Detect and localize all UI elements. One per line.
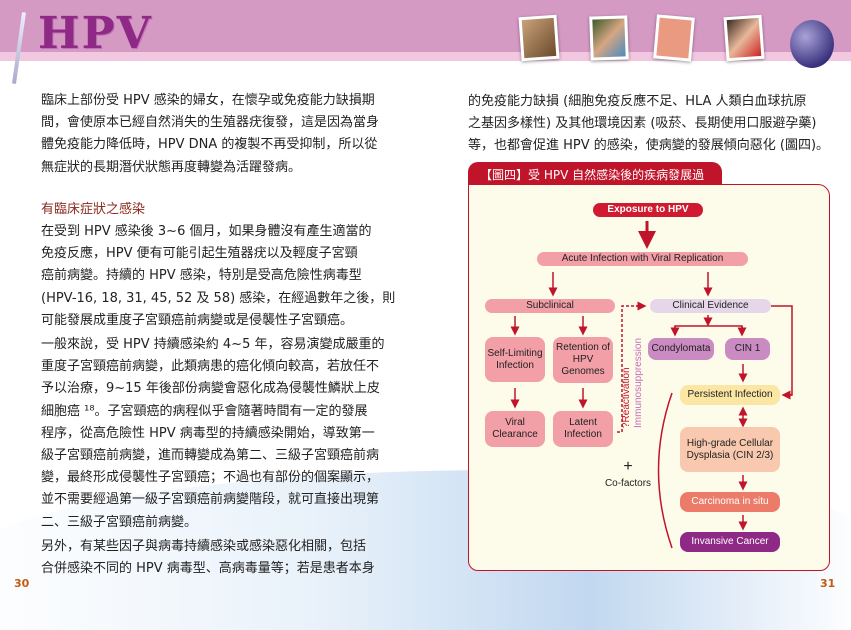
text-line: 的免疫能力缺損 (細胞免疫反應不足、HLA 人類白血球抗原 — [468, 94, 807, 109]
text-line: 無症狀的長期潛伏狀態再度轉變為活躍發病。 — [41, 159, 302, 175]
paragraph-1: 臨床上部份受 HPV 感染的婦女，在懷孕或免疫能力缺損期 間，會使原本已經自然消… — [41, 90, 386, 179]
text-line: 細胞癌 ¹⁸。子宮頸癌的病程似乎會隨著時間有一定的發展 — [41, 403, 368, 419]
node-carcinoma-in-situ: Carcinoma in situ — [680, 492, 780, 512]
node-latent-infection: Latent Infection — [553, 411, 613, 447]
flowchart-arrows — [510, 221, 793, 549]
node-persistent-infection: Persistent Infection — [680, 385, 780, 405]
header-band — [0, 0, 851, 52]
hpv-logo: HPV — [38, 8, 153, 59]
node-invasive-cancer: Invansive Cancer — [680, 532, 780, 552]
page-number-right: 31 — [820, 577, 836, 590]
text-line: 程序，從高危險性 HPV 病毒型的持續感染開始，導致第一 — [41, 425, 375, 441]
text-line: 予以治療，9~15 年後部份病變會惡化成為侵襲性鱗狀上皮 — [41, 381, 380, 397]
text-line: (HPV-16, 18, 31, 45, 52 及 58) 感染，在經過數年之後… — [41, 290, 396, 306]
text-line: 另外，有某些因子與病毒持續感染或感染惡化相關，包括 — [41, 538, 367, 554]
right-column: 的免疫能力缺損 (細胞免疫反應不足、HLA 人類白血球抗原 之基因多樣性) 及其… — [468, 91, 830, 158]
text-line: 重度子宮頸癌前病變，此類病患的癌化傾向較高，若放任不 — [41, 359, 380, 375]
text-line: 免疫反應，HPV 便有可能引起生殖器疣以及輕度子宮頸 — [41, 246, 358, 262]
text-line: 變，最終形成侵襲性子宮頸癌；不過也有部份的個案顯示， — [41, 470, 380, 486]
label-cofactors: Co-factors — [604, 478, 652, 489]
node-acute-infection: Acute Infection with Viral Replication — [537, 252, 748, 266]
virus-ball-icon — [790, 20, 834, 68]
text-line: 臨床上部份受 HPV 感染的婦女，在懷孕或免疫能力缺損期 — [41, 93, 375, 108]
node-viral-clearance: Viral Clearance — [485, 411, 545, 447]
node-subclinical: Subclinical — [485, 299, 615, 313]
text-line: 並不需要經過第一級子宮頸癌前病變階段，就可直接出現第 — [41, 492, 380, 508]
text-line: 等，也都會促進 HPV 的感染，使病變的發展傾向惡化 (圖四)。 — [468, 138, 830, 154]
text-line: 合併感染不同的 HPV 病毒型、高病毒量等；若是患者本身 — [41, 561, 375, 577]
label-reactivation: ?Reactivation — [621, 367, 632, 428]
plus-sign: + — [623, 458, 633, 475]
text-line: 之基因多樣性) 及其他環境因素 (吸菸、長期使用口服避孕藥) — [468, 116, 817, 132]
header-stripe — [0, 52, 851, 61]
page-number-left: 30 — [14, 577, 30, 590]
node-self-limiting: Self-Limiting Infection — [485, 337, 545, 382]
text-line: 間，會使原本已經自然消失的生殖器疣復發，這是因為當身 — [41, 115, 380, 131]
node-retention: Retention of HPV Genomes — [553, 337, 613, 383]
node-cin1: CIN 1 — [725, 338, 770, 360]
node-clinical-evidence: Clinical Evidence — [650, 299, 771, 313]
text-line: 體免疫能力降低時，HPV DNA 的複製不再受抑制，所以從 — [41, 137, 378, 153]
text-line: 癌前病變。持續的 HPV 感染，特別是受高危險性病毒型 — [41, 268, 362, 284]
text-line: 一般來說，受 HPV 持續感染約 4~5 年，容易演變成嚴重的 — [41, 337, 385, 353]
section-heading: 有臨床症狀之感染 — [41, 201, 146, 217]
paragraph-2: 在受到 HPV 感染後 3~6 個月，如果身體沒有產生適當的 免疫反應，HPV … — [41, 221, 396, 332]
text-line: 可能發展成重度子宮頸癌前病變或是侵襲性子宮頸癌。 — [41, 312, 354, 328]
text-line: 級子宮頸癌前病變，進而轉變成為第二、三級子宮頸癌前病 — [41, 448, 380, 464]
text-line: 二、三級子宮頸癌前病變。 — [41, 514, 198, 530]
node-high-grade-dysplasia: High-grade Cellular Dysplasia (CIN 2/3) — [680, 427, 780, 472]
node-exposure: Exposure to HPV — [593, 203, 703, 217]
node-condylomata: Condylomata — [648, 338, 714, 360]
label-immunosuppression: Immunosuppression — [633, 337, 644, 428]
paragraph-4: 另外，有某些因子與病毒持續感染或感染惡化相關，包括 合併感染不同的 HPV 病毒… — [41, 536, 386, 580]
left-column: 臨床上部份受 HPV 感染的婦女，在懷孕或免疫能力缺損期 間，會使原本已經自然消… — [41, 90, 396, 580]
paragraph-3: 一般來說，受 HPV 持續感染約 4~5 年，容易演變成嚴重的 重度子宮頸癌前病… — [41, 334, 386, 534]
text-line: 在受到 HPV 感染後 3~6 個月，如果身體沒有產生適當的 — [41, 224, 372, 240]
figure-title: 【圖四】受 HPV 自然感染後的疾病發展過程 — [468, 162, 722, 199]
